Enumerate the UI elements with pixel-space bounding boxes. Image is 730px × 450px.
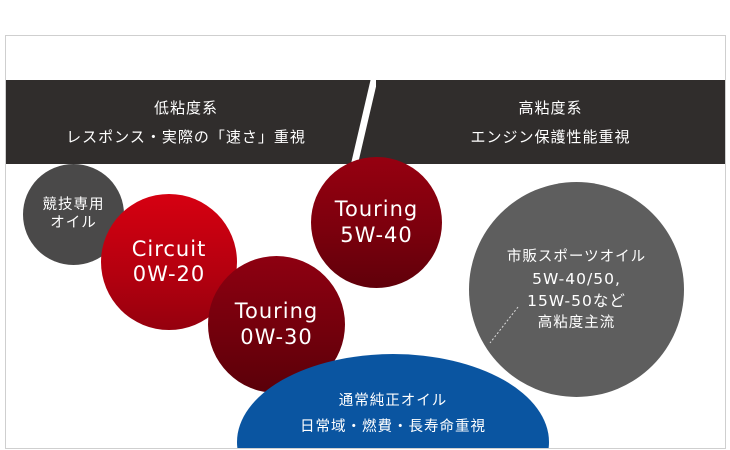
commercial-line2: 5W-40/50, <box>532 269 621 288</box>
high-viscosity-header: 高粘度系 エンジン保護性能重視 <box>376 80 725 164</box>
low-viscosity-header: 低粘度系 レスポンス・実際の「速さ」重視 <box>6 80 366 164</box>
high-viscosity-title: 高粘度系 <box>518 98 583 117</box>
commercial-line4: 高粘度主流 <box>537 314 616 331</box>
touring-0w30-line2: 0W-30 <box>240 324 313 349</box>
racing-oil-bubble: 競技専用 オイル <box>23 164 124 265</box>
low-viscosity-subtitle: レスポンス・実際の「速さ」重視 <box>66 127 306 146</box>
circuit-line1: Circuit <box>131 236 207 261</box>
racing-oil-line1: 競技専用 <box>42 197 105 214</box>
touring-5w40-line1: Touring <box>334 197 419 222</box>
genuine-oil-line1: 通常純正オイル <box>338 393 448 409</box>
diagram-frame: 低粘度系 レスポンス・実際の「速さ」重視 高粘度系 エンジン保護性能重視 競技専… <box>5 35 726 449</box>
touring-5w40-line2: 5W-40 <box>340 222 413 247</box>
circuit-line2: 0W-20 <box>132 262 206 286</box>
touring-0w30-line1: Touring <box>234 299 319 324</box>
low-viscosity-title: 低粘度系 <box>153 98 218 117</box>
commercial-line3: 15W-50など <box>527 291 626 310</box>
slash-divider-icon <box>350 78 376 168</box>
dotted-leader-line-icon <box>489 306 519 344</box>
high-viscosity-subtitle: エンジン保護性能重視 <box>470 127 631 146</box>
viscosity-header-band: 低粘度系 レスポンス・実際の「速さ」重視 高粘度系 エンジン保護性能重視 <box>6 78 725 168</box>
genuine-oil-line2: 日常域・燃費・長寿命重視 <box>300 419 486 435</box>
touring-5w40-bubble: Touring 5W-40 <box>311 157 442 288</box>
commercial-line1: 市販スポーツオイル <box>506 248 647 265</box>
commercial-sports-oil-bubble: 市販スポーツオイル 5W-40/50, 15W-50など 高粘度主流 <box>469 182 684 397</box>
racing-oil-line2: オイル <box>50 214 97 231</box>
